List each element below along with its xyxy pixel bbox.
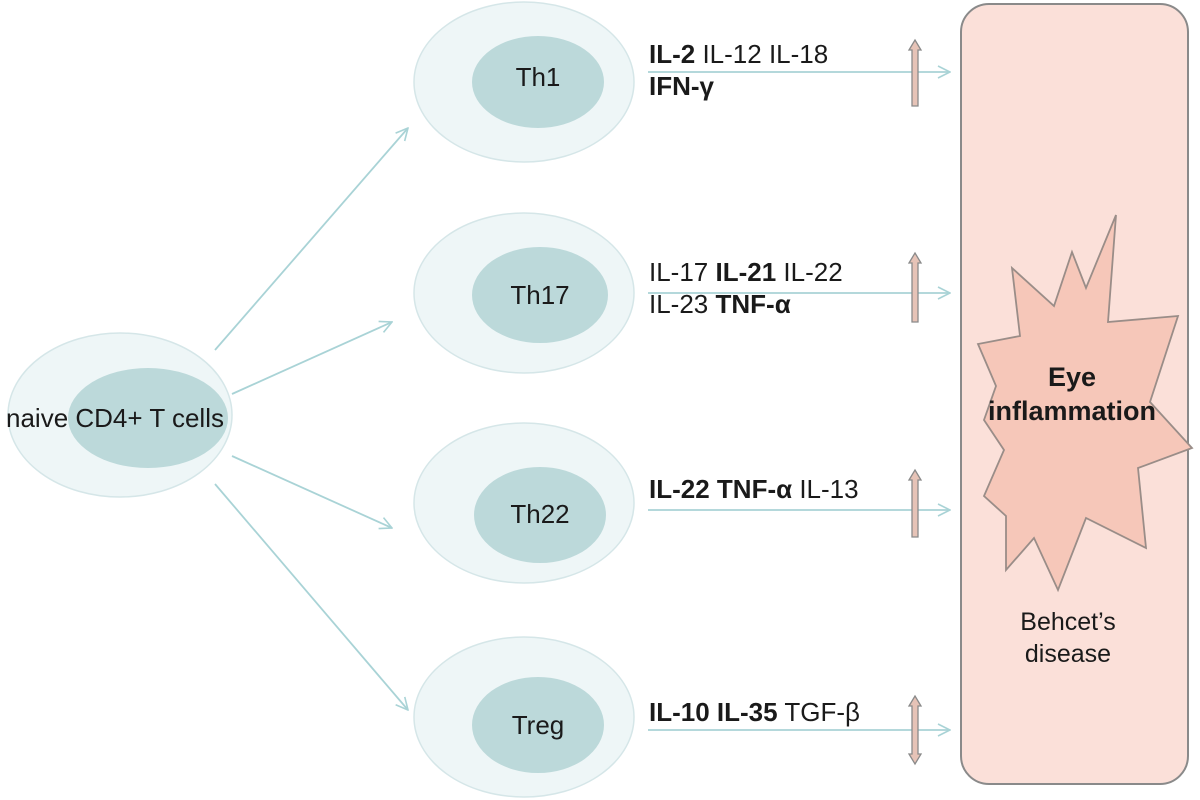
cytokine-text: TGF-β — [777, 697, 860, 727]
treg-cell — [413, 636, 635, 798]
treg-label: Treg — [511, 710, 565, 740]
cytokine-text: IL-13 — [792, 474, 859, 504]
cytokine-line: IL-17 IL-21 IL-22 — [649, 256, 843, 288]
inflammation-label-line: inflammation — [987, 396, 1156, 426]
cytokine-text: TNF-α — [715, 289, 791, 319]
cytokine-text: IL-23 — [649, 289, 716, 319]
cytokine-line: IL-23 TNF-α — [649, 288, 843, 320]
th1-cell — [413, 1, 635, 163]
th22-up-arrow-icon — [907, 468, 923, 538]
th1-up-arrow-icon — [907, 38, 923, 107]
arrow-to-treg — [214, 483, 408, 710]
cytokine-text: IL-21 — [715, 257, 777, 287]
cytokine-text: IL-22 TNF-α — [649, 474, 793, 504]
behcets-disease-label: Behcet’s disease — [978, 606, 1158, 670]
th17-label: Th17 — [510, 280, 570, 310]
arrow-to-th17 — [231, 322, 392, 395]
th17-up-arrow-icon — [907, 251, 923, 323]
cytokine-line: IFN-γ — [649, 70, 828, 102]
cytokine-text: IL-17 — [649, 257, 716, 287]
cytokine-line: IL-2 IL-12 IL-18 — [649, 38, 828, 70]
cytokine-text: IL-10 IL-35 — [649, 697, 778, 727]
naive-cd4-cell — [7, 332, 233, 498]
disease-label-line-1: Behcet’s — [1020, 608, 1116, 636]
treg-updown-arrow-icon — [907, 694, 923, 766]
th17-cell — [413, 212, 635, 374]
cytokine-text: IFN-γ — [649, 71, 714, 101]
naive-cell-label: naive CD4+ T cells — [6, 403, 224, 433]
arrow-to-th22 — [231, 455, 392, 528]
cytokine-text: IL-22 — [776, 257, 843, 287]
cytokine-line: IL-22 TNF-α IL-13 — [649, 473, 859, 505]
th22-cytokines: IL-22 TNF-α IL-13 — [649, 473, 859, 505]
th1-label: Th1 — [515, 62, 561, 92]
cytokine-text: IL-12 IL-18 — [695, 39, 829, 69]
eye-inflammation-label: Eye inflammation — [972, 360, 1172, 428]
cytokine-line: IL-10 IL-35 TGF-β — [649, 696, 860, 728]
treg-cytokines: IL-10 IL-35 TGF-β — [649, 696, 860, 728]
eye-label-line: Eye — [1047, 362, 1097, 392]
inflammation-starburst — [976, 214, 1194, 593]
cytokine-text: IL-2 — [649, 39, 696, 69]
th22-label: Th22 — [510, 499, 570, 529]
th22-cell — [413, 422, 635, 584]
disease-label-line-2: disease — [1024, 640, 1112, 668]
arrow-to-th1 — [214, 128, 408, 351]
